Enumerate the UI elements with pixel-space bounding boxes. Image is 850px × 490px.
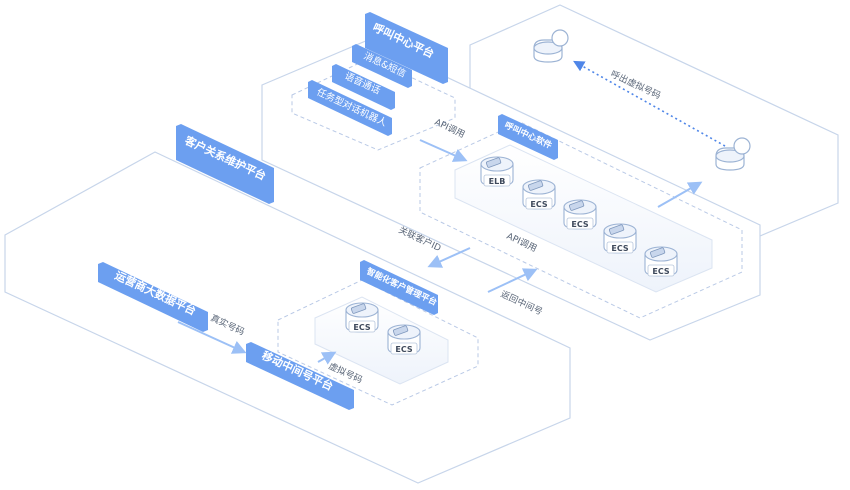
arrow-api-call-1 xyxy=(419,139,468,162)
arrow-virtual-number xyxy=(317,351,337,365)
ecs-server-icon: ECS xyxy=(522,179,556,210)
arrow-to-outbound xyxy=(657,181,703,208)
ecs-server-label: ECS xyxy=(353,323,370,332)
ecs-server-icon: ECS xyxy=(387,324,421,355)
label-return-middle: 返回中间号 xyxy=(499,288,545,318)
arrow-associate-customer xyxy=(427,247,471,268)
ecs-server-icon: ECS xyxy=(563,199,597,230)
arrow-api-call-2 xyxy=(487,268,538,293)
ecs-server-label: ECS xyxy=(571,220,588,229)
elb-server-label: ELB xyxy=(489,177,506,186)
elb-server-icon: ELB xyxy=(480,156,514,187)
arrow-outbound-virtual xyxy=(573,60,726,147)
crm-panel xyxy=(4,151,571,484)
arrow-real-number xyxy=(177,321,247,354)
ecs-server-label: ECS xyxy=(530,200,547,209)
ecs-server-label: ECS xyxy=(395,345,412,354)
ecs-server-label: ECS xyxy=(611,244,628,253)
ecs-server-icon: ECS xyxy=(603,223,637,254)
user-icon-right xyxy=(715,137,751,171)
ecs-server-label: ECS xyxy=(652,267,669,276)
user-icon-left xyxy=(533,29,569,63)
ecs-server-icon: ECS xyxy=(644,246,678,277)
ecs-server-icon: ECS xyxy=(345,302,379,333)
